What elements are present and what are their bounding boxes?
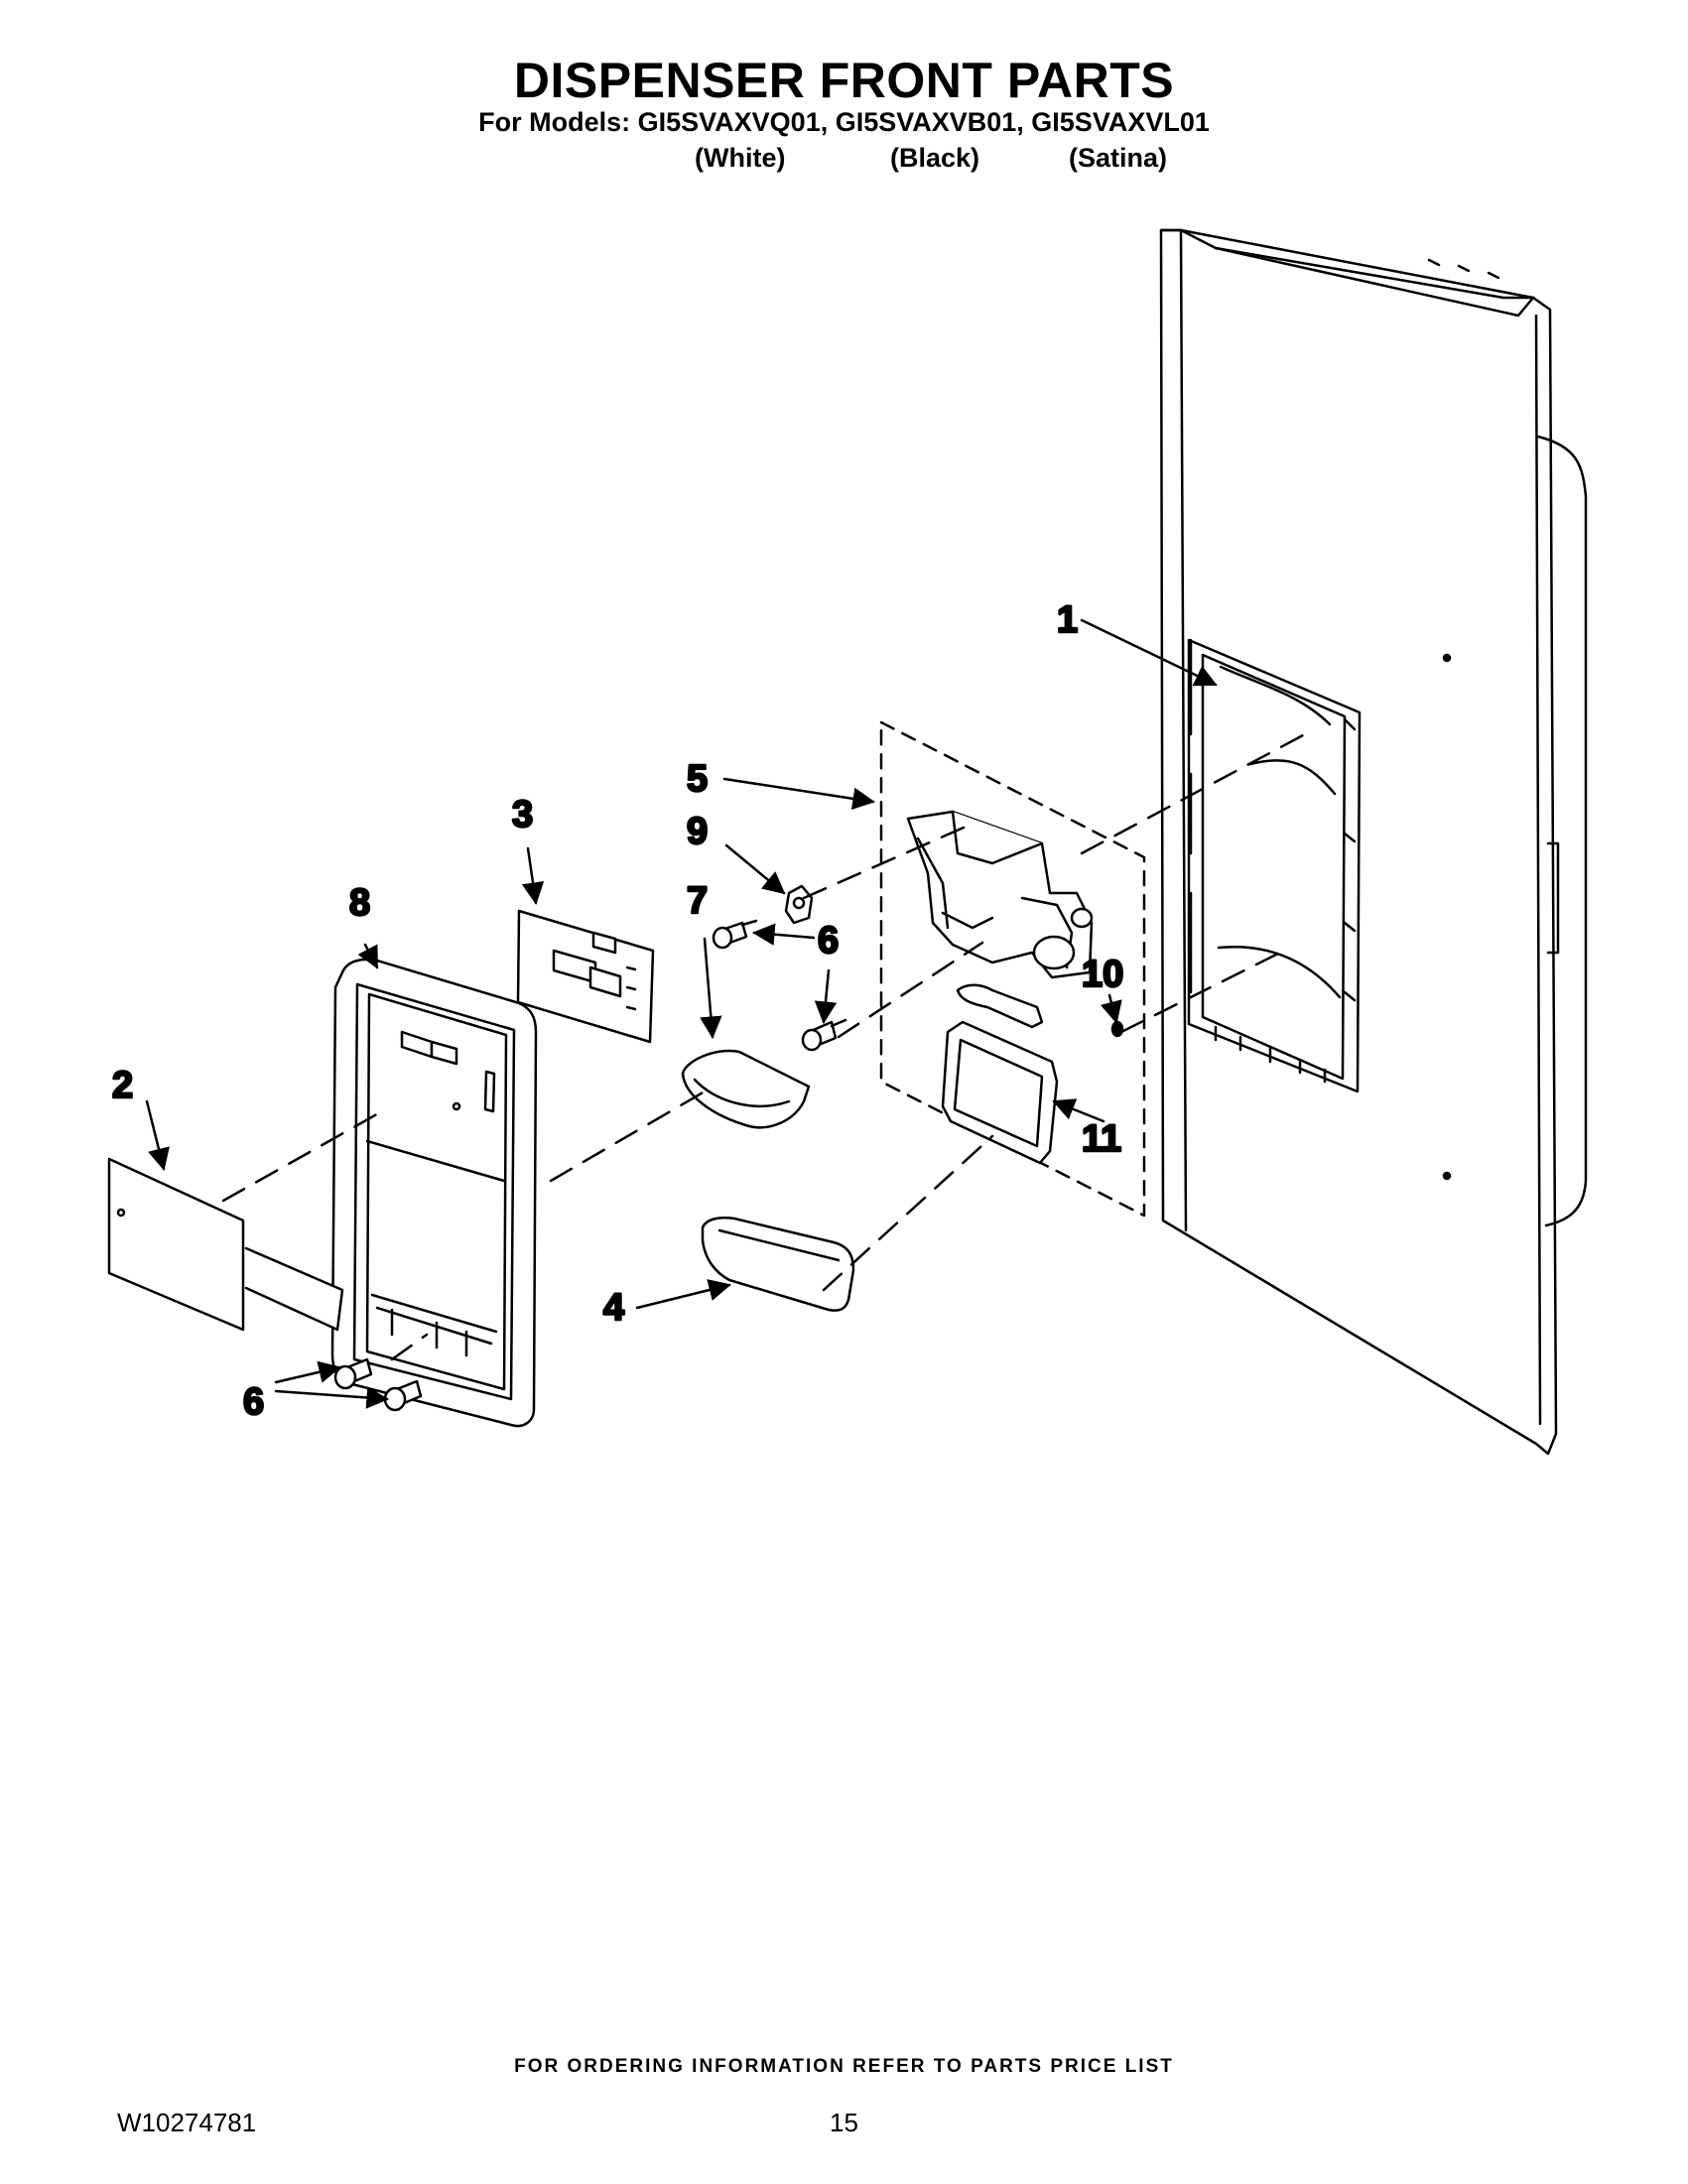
- document-number: W10274781: [117, 2108, 257, 2137]
- dispenser-lever: [956, 983, 1044, 1029]
- leader-11: [1052, 1098, 1105, 1123]
- leader-3: [521, 846, 545, 905]
- leader-7: [700, 937, 722, 1039]
- callout-7: 7: [687, 880, 708, 922]
- door-panel-part-1: [1159, 228, 1588, 1456]
- leader-6-upper: [752, 923, 816, 946]
- leader-8: [357, 943, 379, 969]
- callout-6-lower: 6: [243, 1381, 264, 1423]
- callout-1: 1: [1057, 599, 1078, 641]
- chute-cover-part-7: [681, 1049, 811, 1129]
- callout-11: 11: [1082, 1118, 1121, 1160]
- dispenser-assembly-box: [879, 720, 1146, 1218]
- leader-10: [1100, 993, 1122, 1024]
- leader-4: [635, 1279, 731, 1310]
- variant-satina: (Satina): [1069, 143, 1168, 173]
- dispenser-mechanism-part-5: [906, 810, 1094, 979]
- label-part-2: [107, 1157, 344, 1332]
- callout-4: 4: [603, 1287, 624, 1329]
- callout-6-middle: 6: [818, 920, 839, 962]
- screw-part-6-upper: [712, 919, 758, 950]
- leader-2: [145, 1099, 170, 1171]
- variant-white: (White): [695, 143, 786, 173]
- assembly-lines: [221, 732, 1307, 1361]
- ordering-info-note: FOR ORDERING INFORMATION REFER TO PARTS …: [514, 2056, 1174, 2077]
- leader-9: [724, 843, 786, 895]
- leader-5: [722, 777, 875, 810]
- leader-6-lower-b: [274, 1386, 389, 1409]
- screw-part-6-middle: [801, 1018, 847, 1052]
- dispenser-pad-part-11: [941, 1020, 1059, 1165]
- callout-9: 9: [687, 811, 708, 852]
- drip-tray-part-4: [701, 1217, 855, 1312]
- callout-8: 8: [349, 882, 370, 924]
- leader-6-middle: [814, 968, 838, 1024]
- dispenser-housing-part-8: [330, 958, 538, 1428]
- callout-10: 10: [1082, 954, 1123, 995]
- page-number: 15: [830, 2108, 858, 2137]
- pin-part-10: [1110, 1020, 1124, 1038]
- variant-black: (Black): [890, 143, 980, 173]
- page-title: DISPENSER FRONT PARTS: [513, 53, 1175, 108]
- callout-2: 2: [112, 1065, 133, 1106]
- callout-leaders: [145, 618, 1218, 1409]
- leader-6-lower-a: [274, 1360, 341, 1384]
- models-line: For Models: GI5SVAXVQ01, GI5SVAXVB01, GI…: [478, 107, 1210, 137]
- control-board-part-3: [516, 909, 655, 1044]
- leader-1: [1080, 618, 1218, 687]
- callout-3: 3: [512, 794, 533, 835]
- callout-5: 5: [687, 758, 708, 800]
- clip-part-9: [784, 884, 814, 925]
